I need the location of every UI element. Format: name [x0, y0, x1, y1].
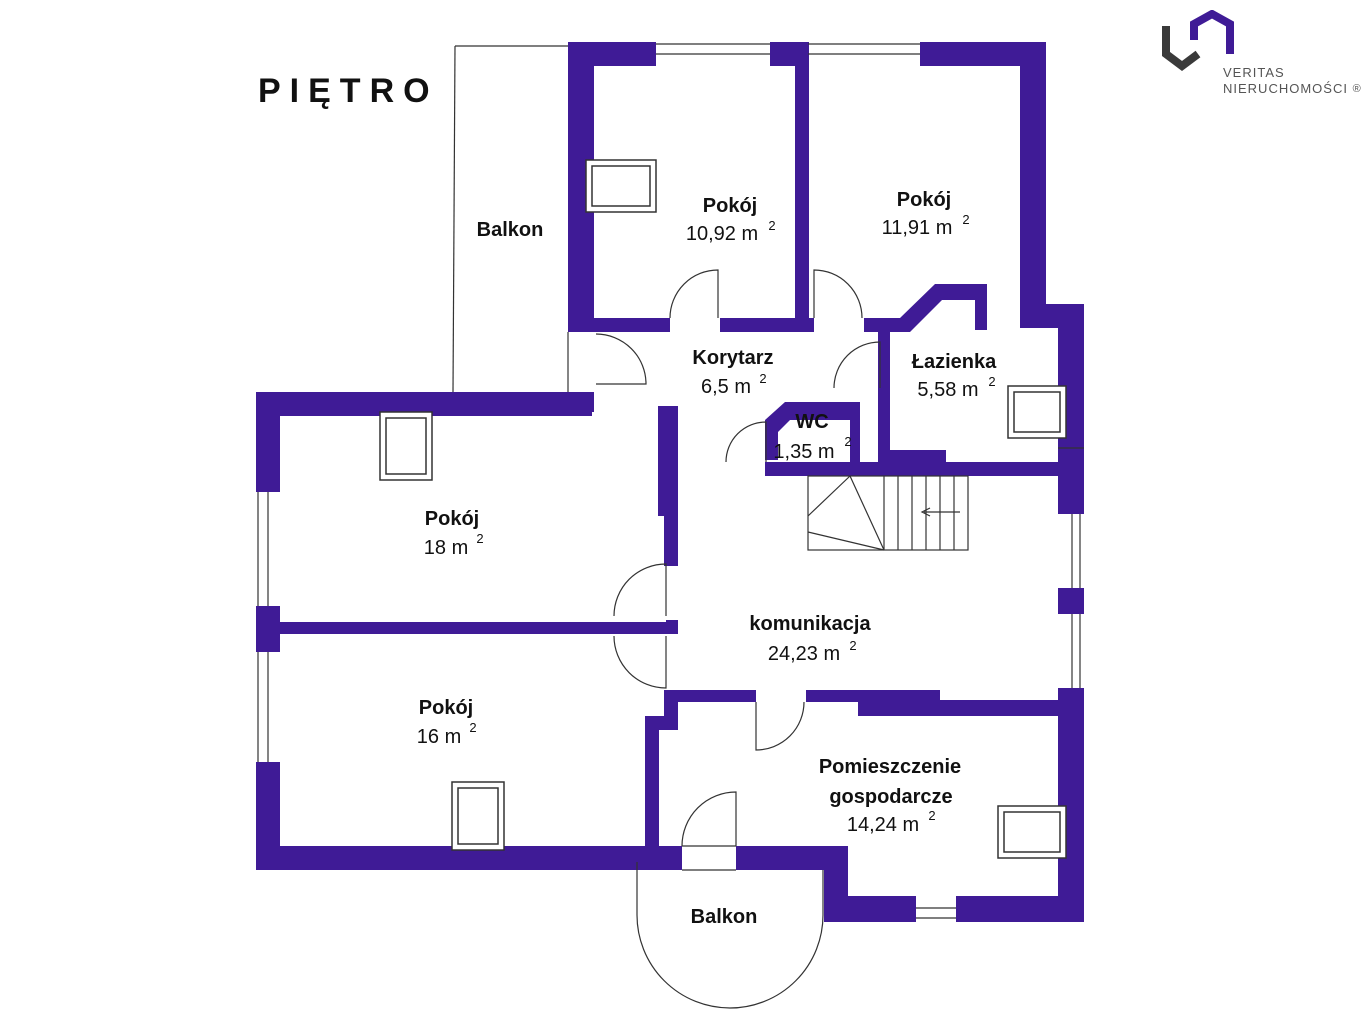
wc-name: WC [795, 411, 828, 433]
gospodarcze-name-line1: Pomieszczenie [819, 756, 961, 778]
walls [256, 42, 1084, 922]
pokoj-2-sup: 2 [962, 212, 969, 227]
balkon-top-name: Balkon [477, 219, 544, 241]
korytarz-name: Korytarz [692, 347, 773, 369]
floor-title: PIĘTRO [258, 72, 439, 110]
pokoj-3-name: Pokój [425, 508, 479, 530]
pokoj-2-name: Pokój [897, 189, 951, 211]
brand: VERITAS NIERUCHOMOŚCI ® [1160, 9, 1362, 100]
wc-sup: 2 [844, 434, 851, 449]
pokoj-4-sup: 2 [469, 720, 476, 735]
komunikacja-name: komunikacja [749, 613, 871, 635]
gospodarcze-sup: 2 [928, 808, 935, 823]
pokoj-4-area: 16 m [417, 726, 461, 748]
pokoj-4-name: Pokój [419, 697, 473, 719]
brand-line2: NIERUCHOMOŚCI [1223, 81, 1348, 96]
brand-line1: VERITAS [1223, 65, 1285, 80]
wc-area: 1,35 m [773, 441, 834, 463]
korytarz-area: 6,5 m [701, 376, 751, 398]
pokoj-1-area: 10,92 m [686, 223, 758, 245]
komunikacja-sup: 2 [849, 638, 856, 653]
veritas-logo-icon [1162, 9, 1234, 71]
room-labels: Pokój 10,92 m 2 Pokój 11,91 m 2 Balkon K… [417, 189, 997, 928]
komunikacja-area: 24,23 m [768, 643, 840, 665]
korytarz-sup: 2 [759, 371, 766, 386]
pokoj-1-name: Pokój [703, 195, 757, 217]
lazienka-sup: 2 [988, 374, 995, 389]
gospodarcze-name-line2: gospodarcze [829, 786, 952, 808]
skylights [379, 159, 1067, 859]
brand-mark: ® [1352, 83, 1362, 95]
pokoj-1-sup: 2 [768, 218, 775, 233]
lazienka-area: 5,58 m [917, 379, 978, 401]
doors [595, 269, 881, 847]
gospodarcze-area: 14,24 m [847, 814, 919, 836]
balkon-bottom-name: Balkon [691, 906, 758, 928]
thin-lines [257, 43, 1084, 1009]
lazienka-name: Łazienka [912, 351, 997, 373]
pokoj-3-area: 18 m [424, 537, 468, 559]
pokoj-3-sup: 2 [476, 531, 483, 546]
brand-text: VERITAS NIERUCHOMOŚCI ® [1223, 65, 1362, 97]
pokoj-2-area: 11,91 m [882, 217, 953, 239]
